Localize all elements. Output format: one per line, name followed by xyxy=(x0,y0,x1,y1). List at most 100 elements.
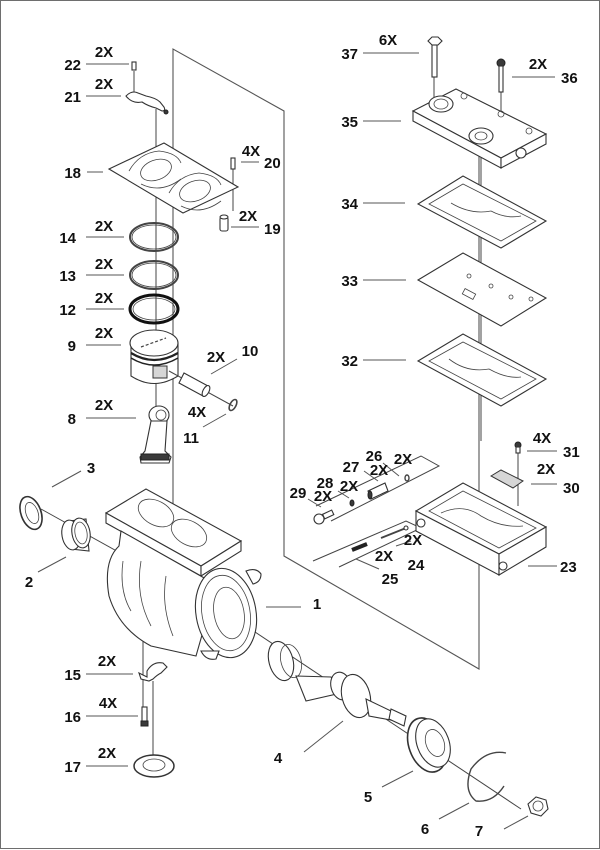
callout-6[interactable]: 6 xyxy=(421,821,429,838)
part-33-valve-plate xyxy=(416,252,548,327)
axis-valve-rod xyxy=(312,520,423,568)
callout-27[interactable]: 27 xyxy=(343,459,360,476)
part-36-pin xyxy=(496,58,506,93)
callout-15[interactable]: 15 xyxy=(64,667,81,684)
callout-12[interactable]: 12 xyxy=(59,302,76,319)
qty-8: 2X xyxy=(95,397,113,414)
callout-33[interactable]: 33 xyxy=(341,273,358,290)
parts xyxy=(19,36,549,817)
qty-31: 4X xyxy=(533,430,551,447)
callout-37[interactable]: 37 xyxy=(341,46,358,63)
leader-26 xyxy=(382,462,400,477)
callout-7[interactable]: 7 xyxy=(475,823,483,840)
callout-24[interactable]: 24 xyxy=(408,557,425,574)
part-17-bearing xyxy=(133,754,175,778)
qty-10: 2X xyxy=(207,349,225,366)
qty-30: 2X xyxy=(537,461,555,478)
part-2-bushing xyxy=(61,517,91,552)
leader-lines xyxy=(37,52,557,830)
callout-1[interactable]: 1 xyxy=(313,596,321,613)
callout-28[interactable]: 28 xyxy=(317,475,334,492)
qty-9: 2X xyxy=(95,325,113,342)
callout-14[interactable]: 14 xyxy=(59,230,76,247)
qty-14: 2X xyxy=(95,218,113,235)
callout-18[interactable]: 18 xyxy=(64,165,81,182)
callout-35[interactable]: 35 xyxy=(341,114,358,131)
callout-5[interactable]: 5 xyxy=(364,789,372,806)
part-35-cylinder-head xyxy=(411,88,548,169)
part-22-pin xyxy=(131,61,137,71)
qty-17: 2X xyxy=(98,745,116,762)
qty-20: 4X xyxy=(242,143,260,160)
qty-21: 2X xyxy=(95,76,113,93)
leader-5 xyxy=(381,770,414,788)
leader-28 xyxy=(337,490,350,499)
callout-4[interactable]: 4 xyxy=(274,750,283,767)
part-32-lower-gasket xyxy=(416,333,548,407)
callout-22[interactable]: 22 xyxy=(64,57,81,74)
leader-4 xyxy=(303,720,344,753)
part-14-ring xyxy=(129,222,179,252)
qty-22: 2X xyxy=(95,44,113,61)
callout-23[interactable]: 23 xyxy=(560,559,577,576)
part-20-dowel-pin xyxy=(230,157,236,170)
qty-26: 2X xyxy=(394,451,412,468)
qty-13: 2X xyxy=(95,256,113,273)
part-19-dowel-sleeve xyxy=(219,214,229,232)
callout-34[interactable]: 34 xyxy=(341,196,358,213)
callout-19[interactable]: 19 xyxy=(264,221,281,238)
axis-valve-parts xyxy=(315,455,441,522)
leader-6 xyxy=(438,802,470,820)
callout-26[interactable]: 26 xyxy=(366,448,383,465)
qty-19: 2X xyxy=(239,208,257,225)
callout-21[interactable]: 21 xyxy=(64,89,81,106)
part-37-head-bolt xyxy=(427,36,443,78)
qty-28: 2X xyxy=(340,478,358,495)
leader-7 xyxy=(503,815,529,830)
callout-11[interactable]: 11 xyxy=(183,430,199,447)
part-15-rod-cap xyxy=(138,662,168,682)
part-18-cylinder-gasket xyxy=(107,142,240,214)
part-16-rod-bolt xyxy=(140,706,149,727)
callout-8[interactable]: 8 xyxy=(68,411,76,428)
callout-17[interactable]: 17 xyxy=(64,759,81,776)
part-6-snap-ring xyxy=(467,751,507,802)
callout-31[interactable]: 31 xyxy=(563,444,580,461)
qty-27: 2X xyxy=(370,462,388,479)
part-10-piston-pin xyxy=(168,370,234,407)
callout-36[interactable]: 36 xyxy=(561,70,578,87)
part-9-piston xyxy=(129,329,179,385)
callout-2[interactable]: 2 xyxy=(25,574,33,591)
callout-9[interactable]: 9 xyxy=(68,338,76,355)
part-21-valve-stop xyxy=(125,91,169,115)
part-1-crankcase xyxy=(104,488,262,660)
leader-10 xyxy=(210,358,238,375)
leader-29 xyxy=(307,498,322,508)
callout-13[interactable]: 13 xyxy=(59,268,76,285)
part-23-valve-body xyxy=(414,482,548,576)
part-31-screw xyxy=(514,441,522,454)
leader-2 xyxy=(37,556,67,573)
callout-32[interactable]: 32 xyxy=(341,353,358,370)
part-28-o-ring xyxy=(349,499,355,507)
callout-30[interactable]: 30 xyxy=(563,480,580,497)
frame-line xyxy=(172,48,480,670)
assembly-frame xyxy=(172,48,480,670)
part-30-strap-plate xyxy=(489,469,524,489)
qty-24: 2X xyxy=(404,532,422,549)
callout-3[interactable]: 3 xyxy=(87,460,95,477)
part-5-bearing-cover xyxy=(406,717,451,773)
qty-36: 2X xyxy=(529,56,547,73)
part-26-o-ring xyxy=(404,474,410,482)
callout-20[interactable]: 20 xyxy=(264,155,281,172)
part-13-ring xyxy=(129,260,179,290)
leader-25 xyxy=(355,558,380,570)
callout-numbers: 1 2 3 4 5 6 7 8 9 10 11 12 13 14 15 16 1… xyxy=(25,46,580,840)
callout-29[interactable]: 29 xyxy=(290,485,307,502)
qty-29: 2X xyxy=(314,488,332,505)
callout-16[interactable]: 16 xyxy=(64,709,81,726)
leader-3 xyxy=(51,470,82,488)
callout-25[interactable]: 25 xyxy=(382,571,399,588)
callout-10[interactable]: 10 xyxy=(242,343,259,360)
